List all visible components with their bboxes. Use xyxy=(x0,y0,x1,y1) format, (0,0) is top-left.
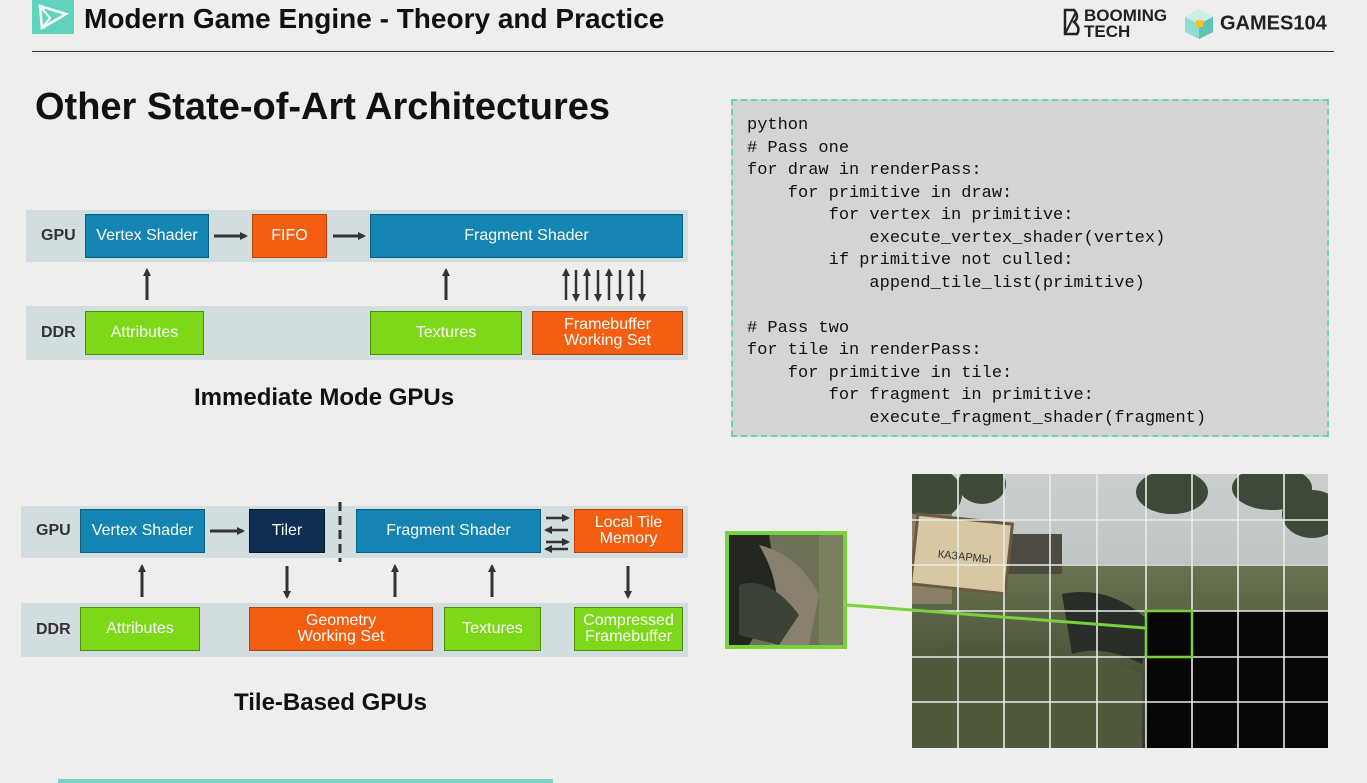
tile-geometry-working-set: Geometry Working Set xyxy=(249,607,433,651)
tile-geometry-line2: Working Set xyxy=(297,628,385,645)
code-panel: python # Pass one for draw in renderPass… xyxy=(731,99,1329,437)
zoomed-tile-view xyxy=(725,531,847,649)
header-divider xyxy=(32,51,1334,52)
imm-gpu-label: GPU xyxy=(41,227,76,244)
unrendered-tiles xyxy=(1146,611,1328,748)
tile-caption: Tile-Based GPUs xyxy=(234,689,427,716)
tile-fs-memory-arrows xyxy=(544,514,570,553)
cube-icon xyxy=(1185,9,1213,39)
course-title: Modern Game Engine - Theory and Practice xyxy=(84,3,665,34)
game-screenshot-tiled: КАЗАРМЫ xyxy=(912,474,1328,748)
imm-framebuffer-line2: Working Set xyxy=(564,332,651,349)
booming-tech-mark-icon xyxy=(1063,8,1080,36)
imm-framebuffer-arrows xyxy=(562,268,646,302)
slide-title: Other State-of-Art Architectures xyxy=(35,86,611,128)
tile-local-memory: Local Tile Memory xyxy=(574,509,683,553)
tile-fragment-shader: Fragment Shader xyxy=(356,509,541,553)
imm-ddr-label: DDR xyxy=(41,324,76,341)
tile-local-memory-line1: Local Tile xyxy=(594,514,663,531)
brand2-text: GAMES104 xyxy=(1220,12,1327,35)
tile-tiler: Tiler xyxy=(249,509,325,553)
games104-logo: GAMES104 xyxy=(1184,8,1327,40)
code-block: python # Pass one for draw in renderPass… xyxy=(747,116,1207,428)
tile-geometry-line1: Geometry xyxy=(305,612,377,629)
tile-compressed-line1: Compressed xyxy=(583,612,674,629)
imm-framebuffer-line1: Framebuffer xyxy=(564,316,651,333)
imm-caption: Immediate Mode GPUs xyxy=(194,384,455,411)
sign-text: КАЗАРМЫ xyxy=(937,549,992,567)
tile-vertex-shader: Vertex Shader xyxy=(80,509,205,553)
tree-line xyxy=(912,474,1328,538)
logo-icon xyxy=(32,0,74,34)
tile-compressed-line2: Framebuffer xyxy=(585,628,672,645)
current-tile-highlight xyxy=(1144,609,1194,659)
imm-fragment-shader: Fragment Shader xyxy=(370,214,683,258)
brand1-line2: TECH xyxy=(1084,22,1131,41)
tile-ddr-label: DDR xyxy=(36,621,71,638)
tile-arrows xyxy=(138,502,632,599)
zoomed-tile-image xyxy=(729,535,843,645)
tile-grid-lines xyxy=(912,474,1328,748)
imm-attributes: Attributes xyxy=(85,311,204,355)
imm-framebuffer: Framebuffer Working Set xyxy=(532,311,683,355)
tile-compressed-framebuffer: Compressed Framebuffer xyxy=(574,607,683,651)
imm-textures: Textures xyxy=(370,311,522,355)
imm-vertex-shader: Vertex Shader xyxy=(85,214,209,258)
bottom-progress-strip xyxy=(58,779,553,783)
tile-gpu-label: GPU xyxy=(36,522,71,539)
tile-attributes: Attributes xyxy=(80,607,200,651)
brand1-line1: BOOMING xyxy=(1084,6,1168,25)
imm-fifo: FIFO xyxy=(252,214,327,258)
tile-local-memory-line2: Memory xyxy=(599,530,658,547)
tile-textures: Textures xyxy=(444,607,541,651)
imm-arrows xyxy=(143,232,646,302)
